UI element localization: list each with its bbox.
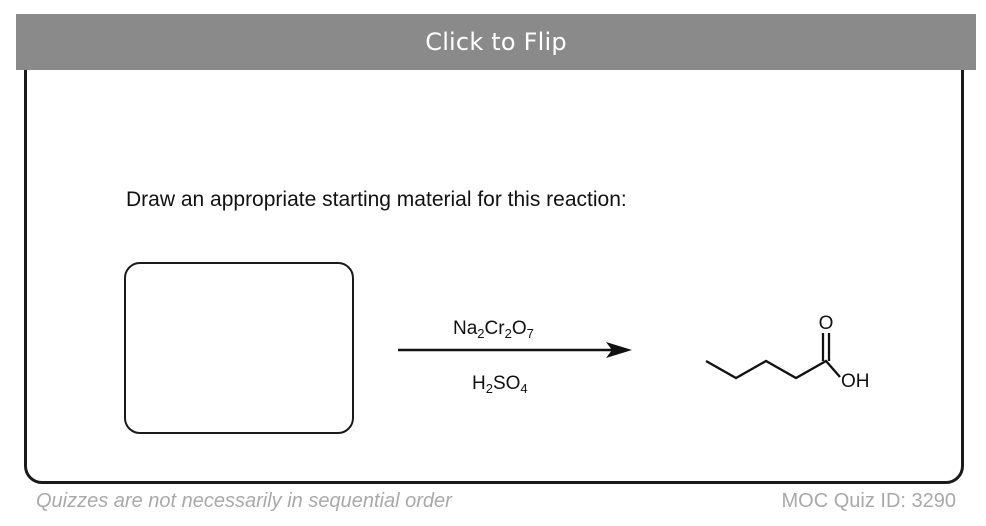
carbon-chain [705, 359, 841, 380]
reagent-sulfuric-acid: H2SO4 [472, 373, 528, 396]
quiz-id: MOC Quiz ID: 3290 [781, 490, 956, 512]
click-to-flip-button[interactable]: Click to Flip [16, 14, 976, 70]
starting-material-box[interactable] [124, 262, 354, 434]
sequence-note: Quizzes are not necessarily in sequentia… [36, 490, 452, 512]
reaction-arrow-icon [396, 340, 636, 365]
question-text: Draw an appropriate starting material fo… [126, 188, 627, 211]
reagent-sodium-dichromate: Na2Cr2O7 [453, 318, 534, 341]
hydroxyl-label: OH [841, 371, 870, 392]
carbonyl-oxygen-label: O [819, 313, 834, 334]
click-to-flip-label: Click to Flip [425, 28, 567, 56]
product-molecule: O OH [700, 305, 900, 400]
